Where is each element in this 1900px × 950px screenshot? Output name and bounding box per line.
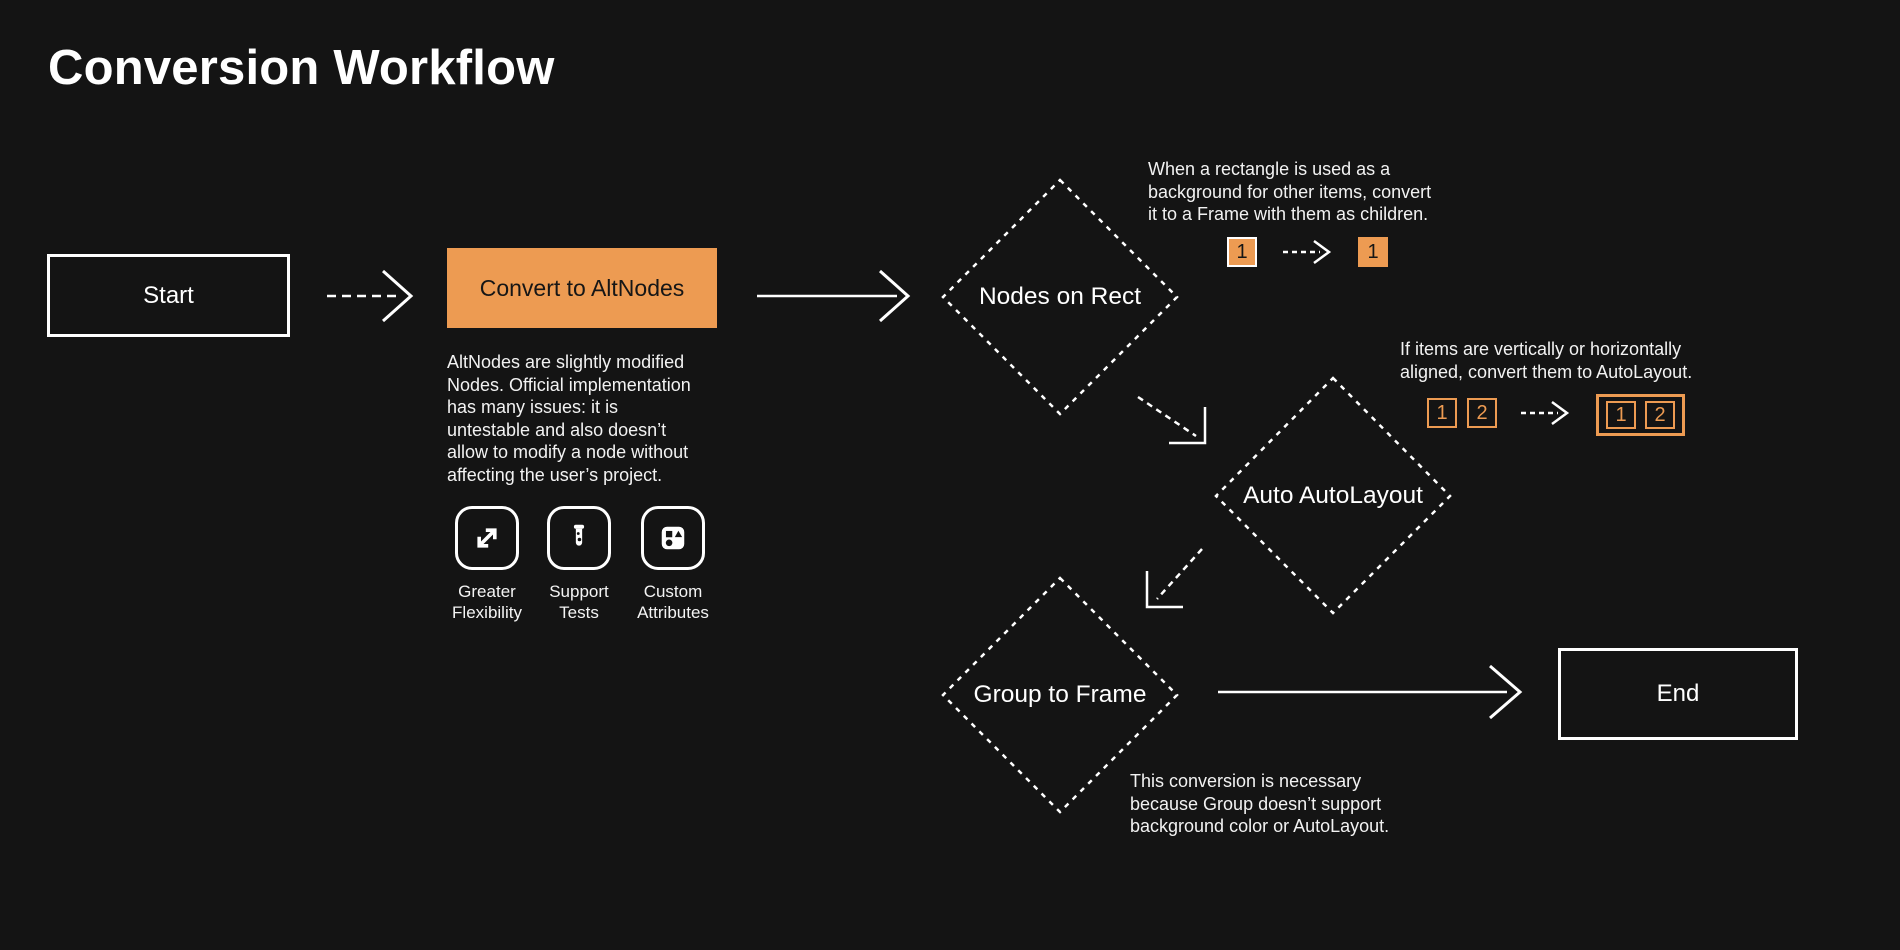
- feature-label: Greater Flexibility: [452, 582, 522, 622]
- autolayout-before-box-1: 1: [1427, 398, 1457, 428]
- feature-label: Support Tests: [549, 582, 609, 622]
- auto-autolayout-note: If items are vertically or horizontally …: [1400, 339, 1693, 382]
- autolayout-after-box-2: 2: [1645, 401, 1675, 429]
- test-tube-icon[interactable]: [547, 506, 611, 570]
- diamond-nodes-on-rect[interactable]: [941, 178, 1179, 416]
- diamond-group-to-frame[interactable]: [941, 576, 1179, 814]
- group-to-frame-label: Group to Frame: [973, 681, 1147, 708]
- convert-to-altnodes-node[interactable]: Convert to AltNodes: [447, 248, 717, 328]
- rect-before-box: 1: [1227, 237, 1257, 267]
- page-title: Conversion Workflow: [48, 41, 555, 95]
- auto-autolayout-label: Auto AutoLayout: [1243, 482, 1423, 509]
- start-node[interactable]: Start: [47, 254, 290, 337]
- shapes-icon[interactable]: [641, 506, 705, 570]
- nodes-on-rect-label: Nodes on Rect: [978, 283, 1142, 310]
- mini-arrow-rect-note: [1283, 239, 1332, 265]
- expand-arrows-icon[interactable]: [455, 506, 519, 570]
- feature-greater-flexibility: Greater Flexibility: [422, 506, 552, 623]
- altnodes-description: AltNodes are slightly modified Nodes. Of…: [447, 352, 691, 485]
- mini-arrow-autolayout-note: [1521, 400, 1570, 426]
- end-node-label: End: [1656, 680, 1700, 707]
- feature-support-tests: Support Tests: [514, 506, 644, 623]
- end-node[interactable]: End: [1558, 648, 1798, 740]
- rect-after-box: 1: [1358, 237, 1388, 267]
- arrow-convert-to-rect: [757, 269, 911, 323]
- start-node-label: Start: [143, 281, 194, 309]
- convert-node-label: Convert to AltNodes: [479, 274, 685, 301]
- feature-custom-attributes: Custom Attributes: [608, 506, 738, 623]
- arrow-rect-to-autolayout: [1137, 395, 1207, 445]
- autolayout-before-box-2: 2: [1467, 398, 1497, 428]
- arrow-group-to-end: [1218, 664, 1523, 720]
- group-to-frame-note: This conversion is necessary because Gro…: [1130, 771, 1390, 836]
- autolayout-after-group: 1 2: [1596, 394, 1685, 436]
- autolayout-after-box-1: 1: [1606, 401, 1636, 429]
- nodes-on-rect-note: When a rectangle is used as a background…: [1148, 159, 1432, 224]
- diamond-auto-autolayout[interactable]: [1214, 376, 1452, 615]
- arrow-start-to-convert: [327, 269, 414, 323]
- feature-label: Custom Attributes: [637, 582, 709, 622]
- arrow-autolayout-to-group: [1145, 548, 1203, 609]
